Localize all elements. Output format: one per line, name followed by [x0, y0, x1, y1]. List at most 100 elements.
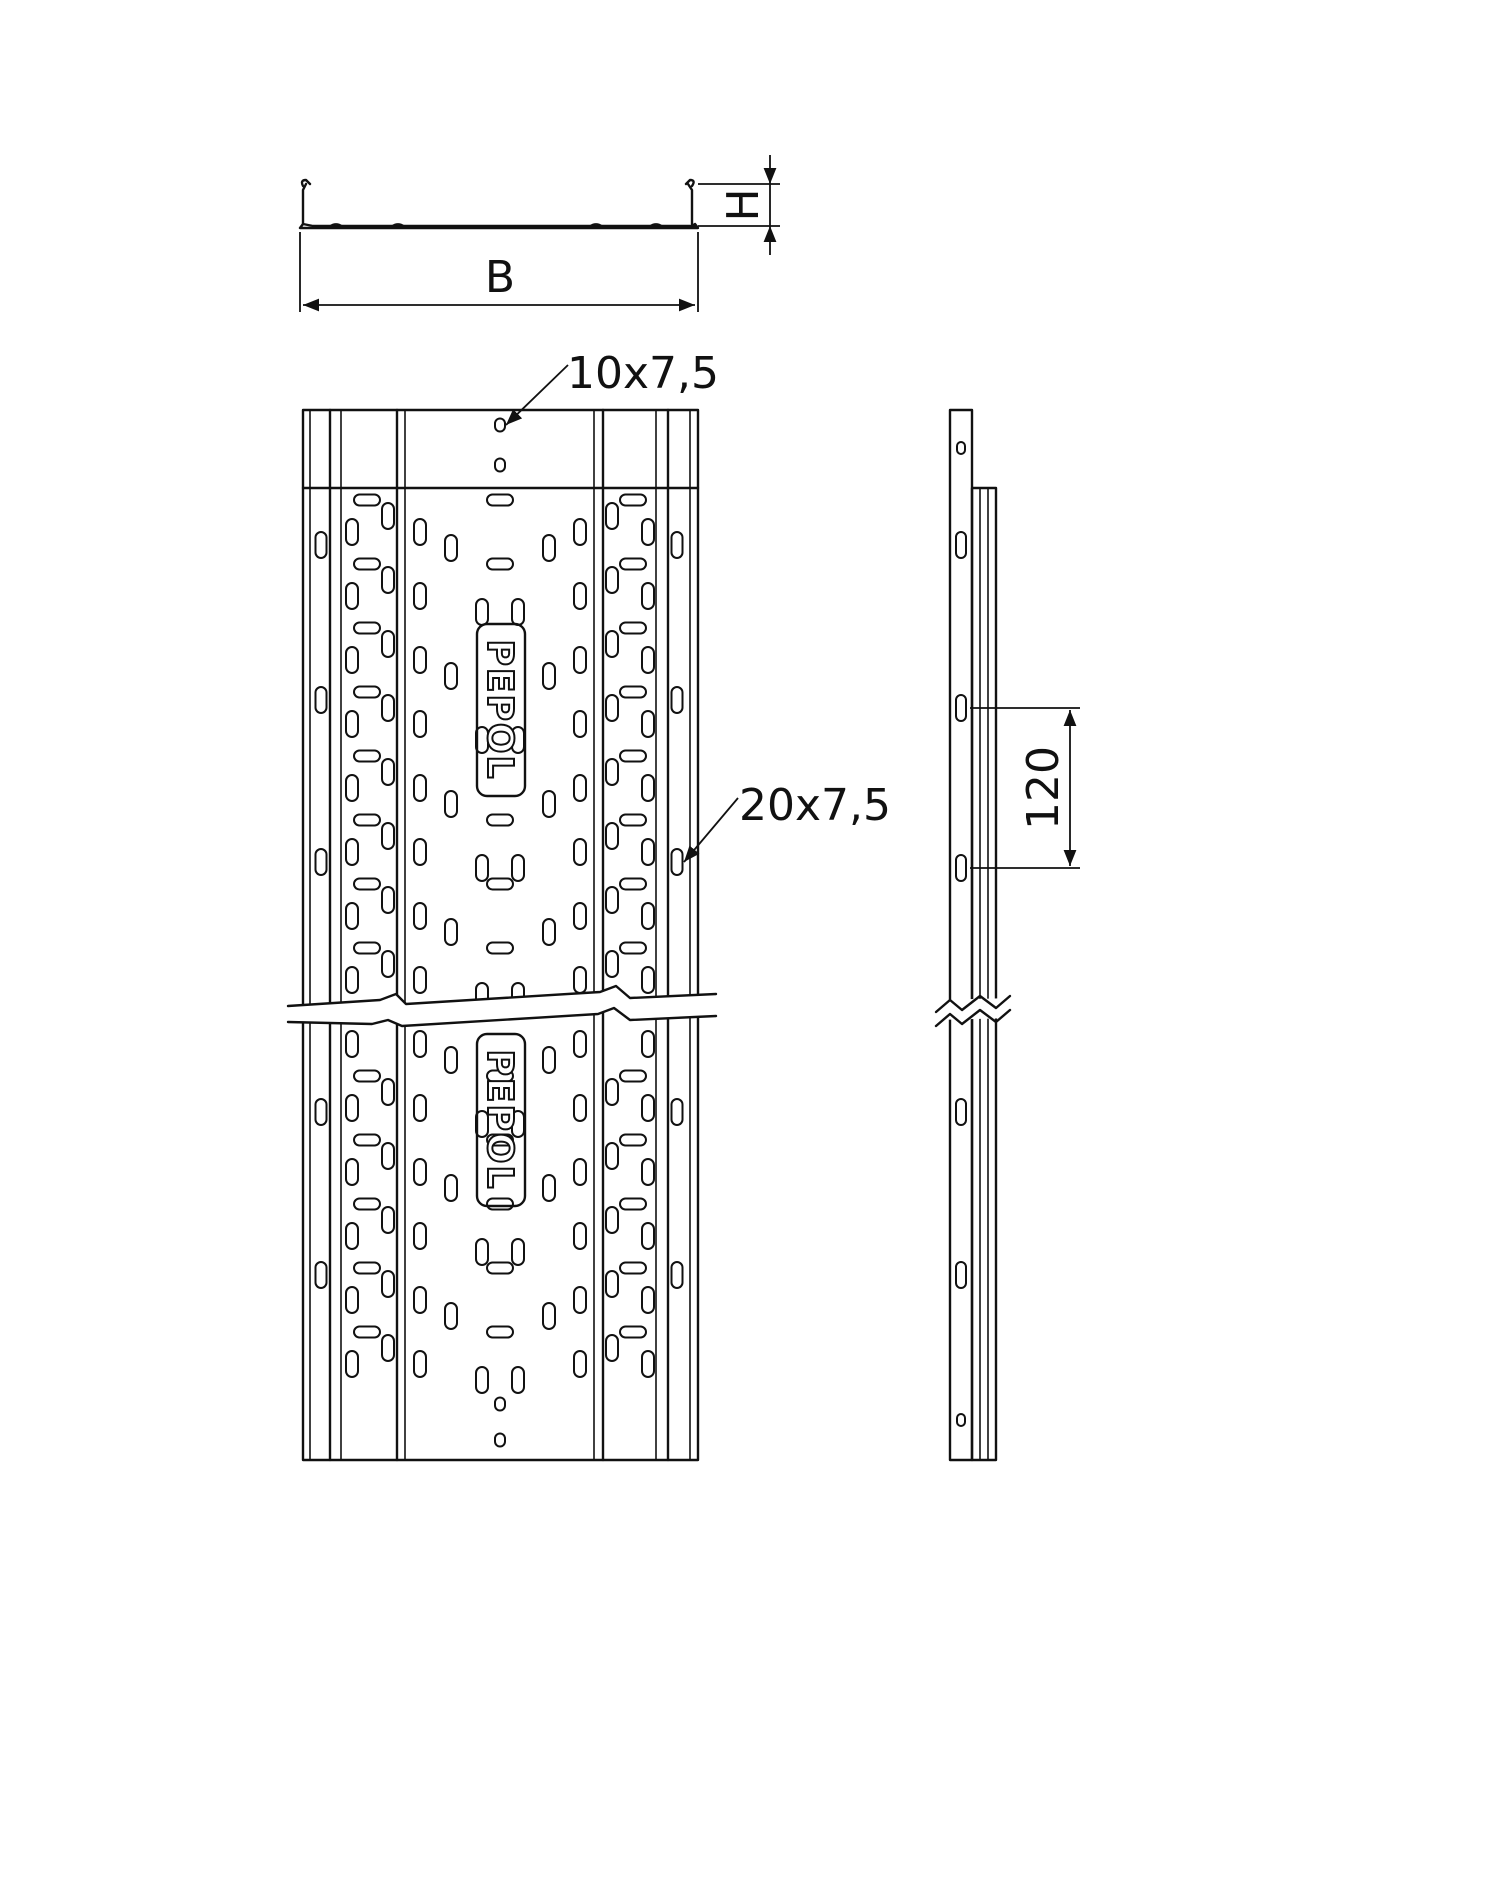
slot-hole	[573, 774, 587, 802]
slot-hole	[444, 534, 458, 562]
slot-hole	[486, 557, 514, 571]
longitudinal-ribs	[309, 408, 691, 1462]
side-slot	[956, 1413, 966, 1427]
slot-hole	[413, 838, 427, 866]
slot-hole	[314, 531, 328, 559]
slot-hole	[444, 918, 458, 946]
side-slot	[955, 694, 967, 722]
logo-text: PEPOL	[479, 1050, 520, 1191]
slot-hole	[605, 566, 619, 594]
slot-hole	[413, 646, 427, 674]
slot-hole	[494, 1396, 506, 1412]
side-slots	[955, 441, 967, 1427]
slot-hole	[641, 1158, 655, 1186]
slot-hole	[314, 686, 328, 714]
slot-hole	[353, 621, 381, 635]
slot-hole	[413, 1158, 427, 1186]
slot-hole	[345, 1286, 359, 1314]
slot-hole	[619, 493, 647, 507]
slot-hole	[345, 1094, 359, 1122]
slot-hole	[670, 848, 684, 876]
slot-hole	[353, 1325, 381, 1339]
slot-hole	[542, 534, 556, 562]
slot-hole	[353, 941, 381, 955]
slot-hole	[670, 531, 684, 559]
slot-hole	[381, 566, 395, 594]
slot-hole	[605, 950, 619, 978]
slot-hole	[619, 685, 647, 699]
slot-hole	[605, 1334, 619, 1362]
slot-hole	[413, 966, 427, 994]
side-view: 120	[934, 408, 1080, 1462]
slot-hole	[619, 1197, 647, 1211]
slot-hole	[641, 518, 655, 546]
slot-hole	[573, 518, 587, 546]
slot-hole	[486, 877, 514, 891]
slot-hole	[486, 1325, 514, 1339]
slot-hole	[619, 1069, 647, 1083]
side-slot	[955, 1261, 967, 1289]
slot-hole	[605, 630, 619, 658]
slot-hole	[670, 1098, 684, 1126]
slot-hole	[619, 1261, 647, 1275]
slot-hole	[444, 790, 458, 818]
side-slot	[955, 531, 967, 559]
slot-hole	[381, 822, 395, 850]
slot-hole	[345, 518, 359, 546]
slot-hole	[619, 557, 647, 571]
slot-hole	[511, 598, 525, 626]
width-label: B	[485, 252, 515, 303]
slot-hole	[619, 877, 647, 891]
slot-hole	[641, 966, 655, 994]
brand-logo-upper: PEPOL	[475, 622, 527, 798]
slot-hole	[345, 1158, 359, 1186]
slot-hole	[444, 1046, 458, 1074]
slot-hole	[345, 646, 359, 674]
slot-hole	[494, 457, 506, 473]
slot-hole	[345, 710, 359, 738]
cross-section-view: B H	[298, 155, 780, 312]
slot-hole	[486, 1261, 514, 1275]
slot-hole	[413, 1094, 427, 1122]
slot-hole	[475, 854, 489, 882]
slot-hole	[605, 758, 619, 786]
slot-hole	[619, 941, 647, 955]
slot-hole	[486, 941, 514, 955]
slot-hole	[413, 1350, 427, 1378]
slot-hole	[475, 598, 489, 626]
slot-hole	[345, 966, 359, 994]
side-slot	[955, 1098, 967, 1126]
slot-hole	[413, 710, 427, 738]
plan-view: PEPOL PEPOL 10x7,5 20x7,5	[286, 348, 891, 1462]
slot-hole	[511, 854, 525, 882]
slot-hole	[605, 1142, 619, 1170]
slot-hole	[444, 1174, 458, 1202]
slot-hole	[641, 1222, 655, 1250]
slot-hole	[353, 1197, 381, 1211]
slot-hole	[573, 646, 587, 674]
slot-hole	[573, 1222, 587, 1250]
slot-hole	[475, 1238, 489, 1266]
slot-hole	[641, 582, 655, 610]
slot-hole	[573, 966, 587, 994]
slot-hole	[381, 694, 395, 722]
slot-hole	[641, 774, 655, 802]
slot-hole	[542, 918, 556, 946]
slot-hole	[619, 1133, 647, 1147]
slot-hole	[413, 582, 427, 610]
slot-hole	[413, 1222, 427, 1250]
slot-hole	[619, 1325, 647, 1339]
slot-hole	[542, 1046, 556, 1074]
slot-hole	[511, 1366, 525, 1394]
break-line	[288, 986, 716, 1026]
slot-hole	[353, 813, 381, 827]
slot-hole	[353, 1069, 381, 1083]
slot-hole	[494, 1432, 506, 1448]
slot-hole	[511, 1238, 525, 1266]
slot-hole	[641, 1094, 655, 1122]
slot-hole	[542, 790, 556, 818]
slot-hole	[605, 1270, 619, 1298]
slot-hole	[619, 813, 647, 827]
slot-hole	[413, 774, 427, 802]
